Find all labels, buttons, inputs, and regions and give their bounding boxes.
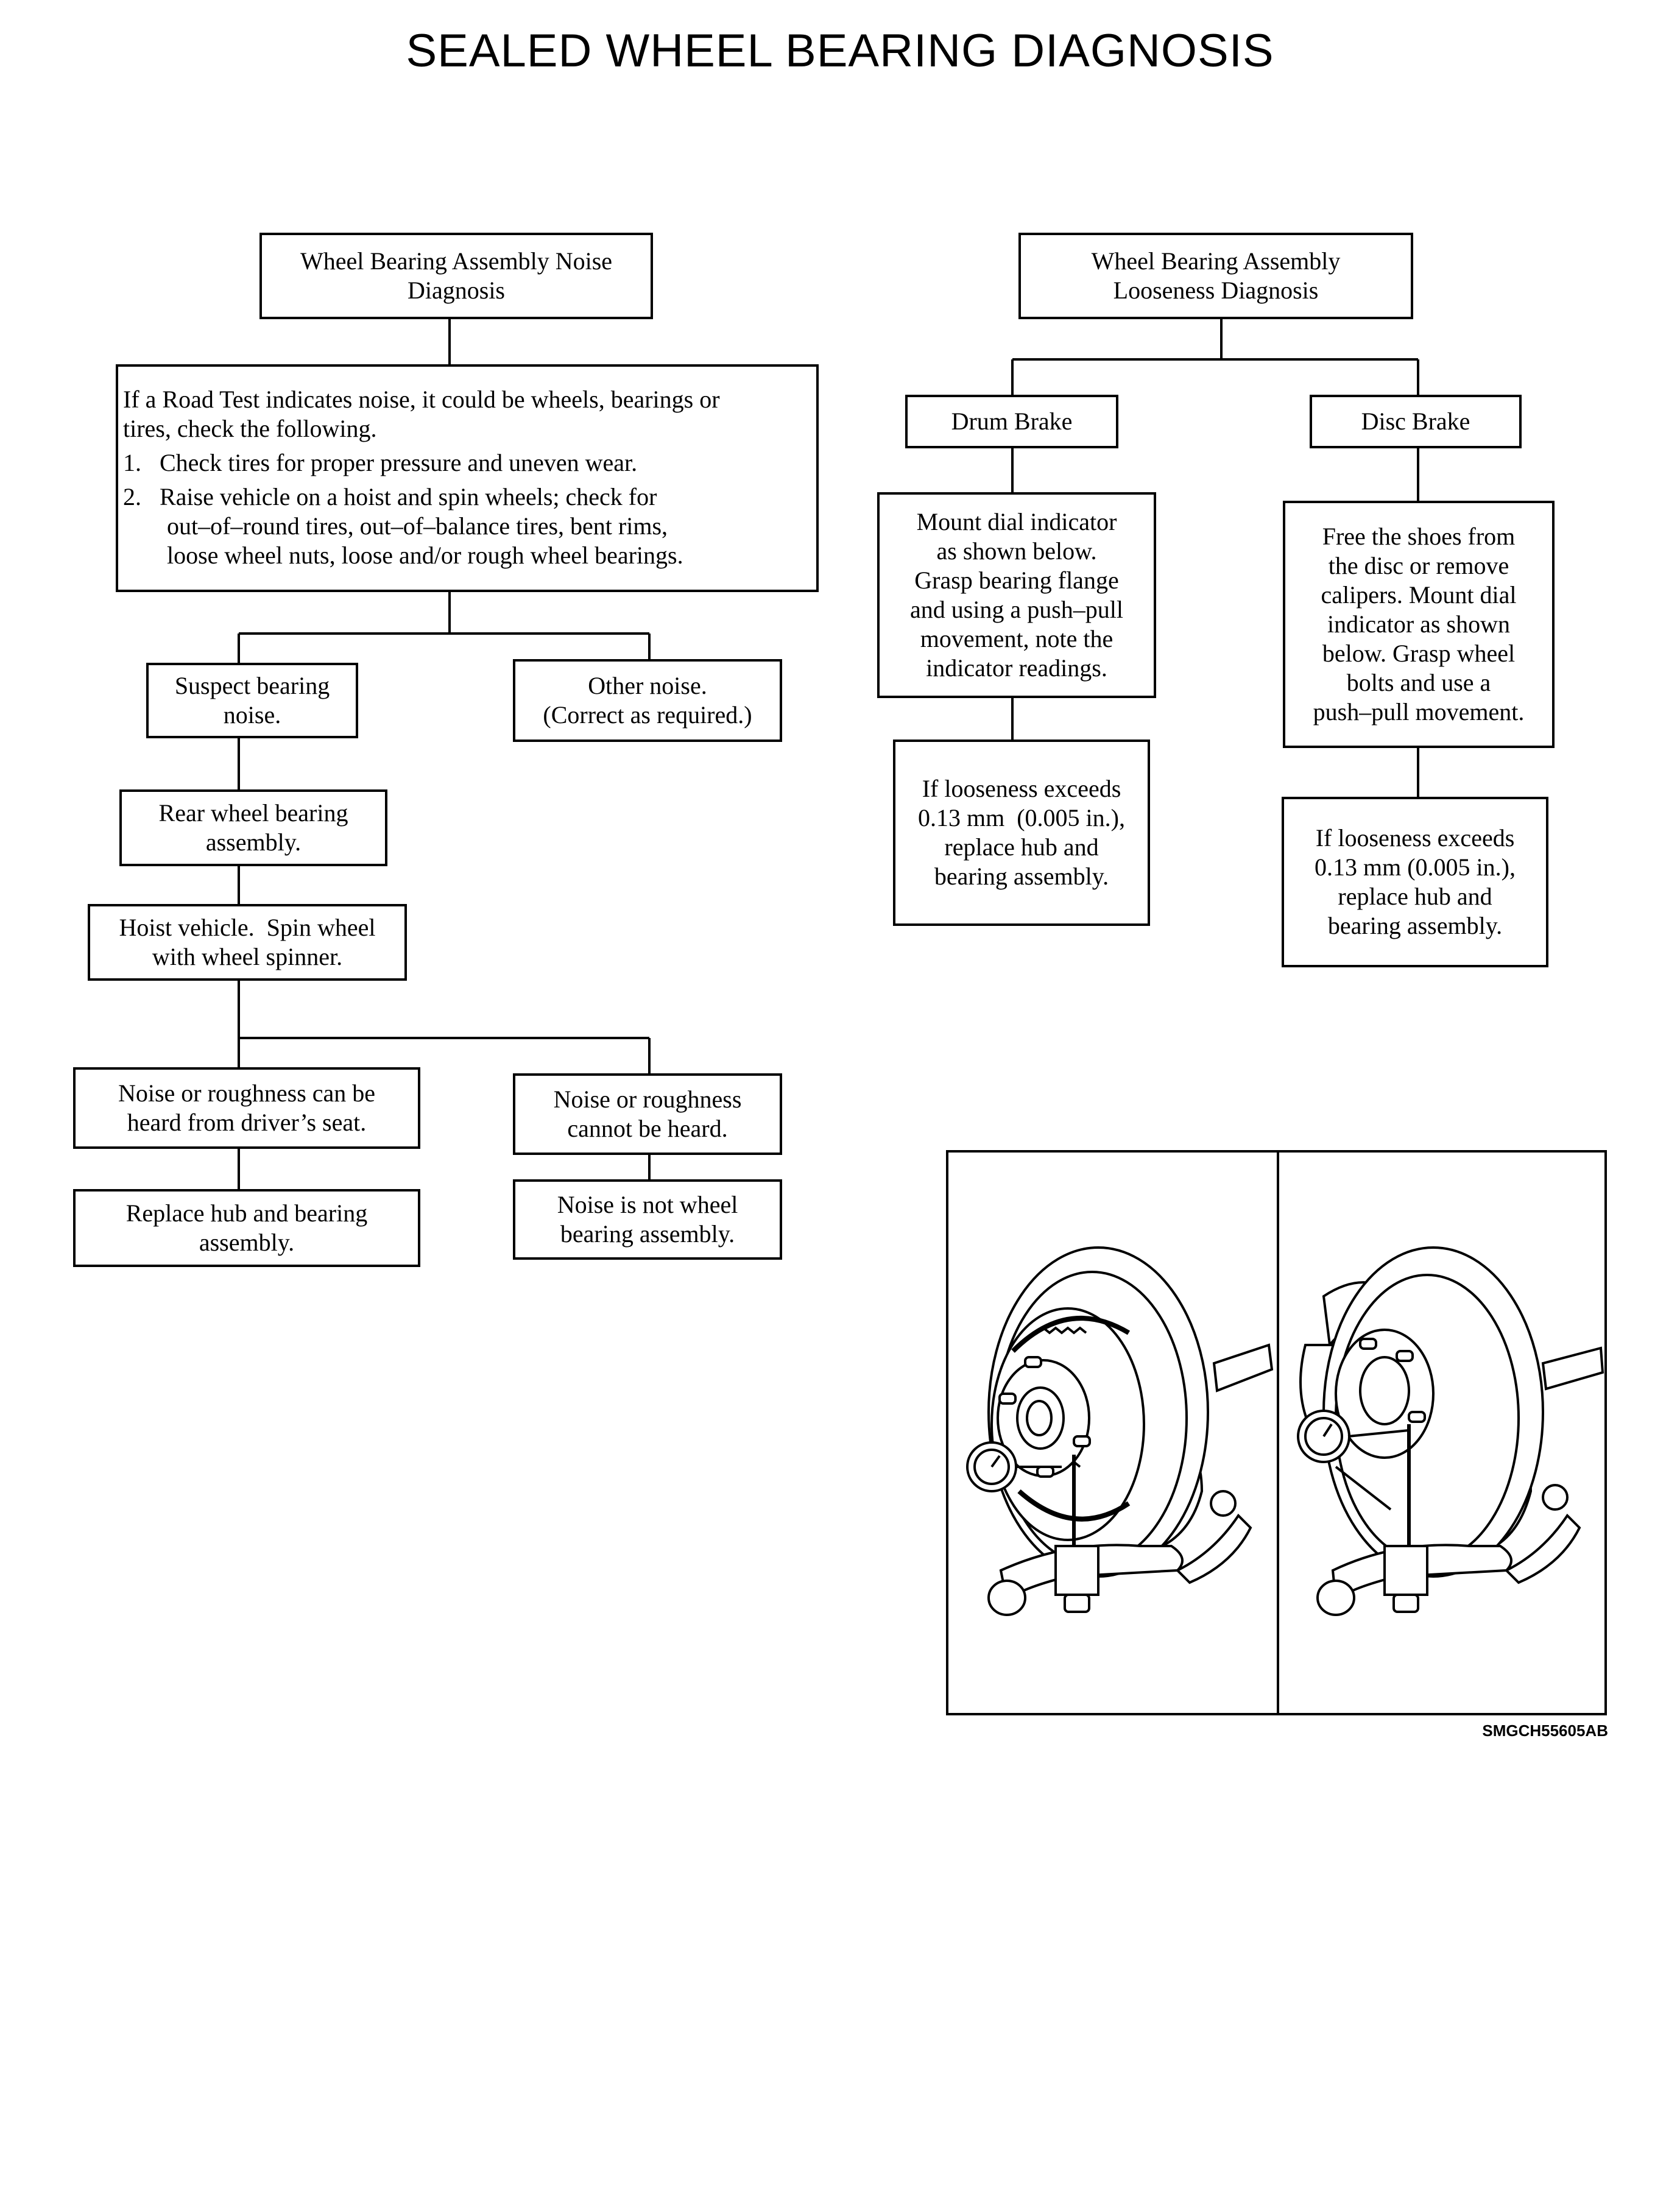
box-line: and using a push–pull xyxy=(910,596,1123,623)
box-line: Wheel Bearing Assembly Noise xyxy=(300,247,613,275)
disc-dial-indicator-box: Free the shoes from the disc or remove c… xyxy=(1283,501,1555,748)
road-test-step-2-cont: loose wheel nuts, loose and/or rough whe… xyxy=(167,542,683,569)
dial-indicator-illustration xyxy=(946,1150,1607,1715)
box-line: below. Grasp wheel xyxy=(1322,640,1516,667)
road-test-step-2-cont: out–of–round tires, out–of–balance tires… xyxy=(167,512,668,540)
box-line: bearing assembly. xyxy=(560,1220,735,1248)
box-line: Looseness Diagnosis xyxy=(1113,277,1319,304)
box-line: Noise or roughness xyxy=(553,1086,742,1113)
box-line: Diagnosis xyxy=(408,277,505,304)
box-line: heard from driver’s seat. xyxy=(127,1109,367,1136)
box-line: the disc or remove xyxy=(1328,552,1509,579)
box-line: Wheel Bearing Assembly xyxy=(1091,247,1341,275)
box-line: Disc Brake xyxy=(1361,408,1470,435)
suspect-bearing-box: Suspect bearing noise. xyxy=(146,663,358,738)
box-line: bearing assembly. xyxy=(934,863,1109,890)
drum-dial-indicator-box: Mount dial indicator as shown below. Gra… xyxy=(877,492,1156,698)
box-line: Mount dial indicator xyxy=(916,508,1117,535)
drum-looseness-result-box: If looseness exceeds 0.13 mm (0.005 in.)… xyxy=(893,740,1150,926)
box-line: Noise is not wheel xyxy=(557,1191,738,1218)
figure-code: SMGCH55605AB xyxy=(1482,1721,1608,1740)
rear-wheel-bearing-box: Rear wheel bearing assembly. xyxy=(119,789,387,866)
road-test-step-1: 1. Check tires for proper pressure and u… xyxy=(123,449,638,476)
drum-brake-drawing xyxy=(966,1246,1274,1616)
box-line: Noise or roughness can be xyxy=(118,1079,376,1107)
box-line: Suspect bearing xyxy=(174,672,330,699)
page-title: SEALED WHEEL BEARING DIAGNOSIS xyxy=(406,25,1274,77)
replace-hub-box: Replace hub and bearing assembly. xyxy=(73,1189,420,1267)
box-line: Hoist vehicle. Spin wheel xyxy=(119,914,376,941)
box-line: Replace hub and bearing xyxy=(125,1199,368,1227)
road-test-step-2: 2. Raise vehicle on a hoist and spin whe… xyxy=(123,483,657,510)
box-line: replace hub and xyxy=(1338,883,1492,910)
box-line: as shown below. xyxy=(936,537,1097,565)
box-line: with wheel spinner. xyxy=(152,943,343,970)
box-line: Drum Brake xyxy=(951,408,1073,435)
box-line: assembly. xyxy=(205,828,302,856)
box-line: bearing assembly. xyxy=(1327,912,1503,939)
road-test-intro: tires, check the following. xyxy=(123,415,377,442)
box-line: push–pull movement. xyxy=(1313,698,1525,725)
box-line: noise. xyxy=(223,701,281,729)
box-line: Rear wheel bearing xyxy=(158,799,348,827)
box-line: Free the shoes from xyxy=(1322,523,1516,550)
looseness-diagnosis-header-box: Wheel Bearing Assembly Looseness Diagnos… xyxy=(1018,233,1413,319)
noise-heard-box: Noise or roughness can be heard from dri… xyxy=(73,1067,420,1149)
road-test-box: If a Road Test indicates noise, it could… xyxy=(116,364,819,592)
box-line: Other noise. xyxy=(588,672,707,699)
disc-looseness-result-box: If looseness exceeds 0.13 mm (0.005 in.)… xyxy=(1282,797,1548,967)
box-line: If looseness exceeds xyxy=(1315,824,1515,852)
noise-diagnosis-header-box: Wheel Bearing Assembly Noise Diagnosis xyxy=(259,233,653,319)
box-line: replace hub and xyxy=(944,833,1099,861)
drum-brake-box: Drum Brake xyxy=(905,395,1118,448)
box-line: (Correct as required.) xyxy=(543,701,752,729)
other-noise-box: Other noise. (Correct as required.) xyxy=(513,659,782,742)
hoist-vehicle-box: Hoist vehicle. Spin wheel with wheel spi… xyxy=(88,904,407,981)
box-line: cannot be heard. xyxy=(567,1115,728,1142)
box-line: indicator readings. xyxy=(926,654,1107,682)
box-line: 0.13 mm (0.005 in.), xyxy=(918,804,1125,831)
box-line: 0.13 mm (0.005 in.), xyxy=(1315,853,1516,881)
box-line: If looseness exceeds xyxy=(922,775,1121,802)
box-line: Grasp bearing flange xyxy=(914,567,1119,594)
not-wheel-bearing-box: Noise is not wheel bearing assembly. xyxy=(513,1179,782,1260)
box-line: calipers. Mount dial xyxy=(1321,581,1517,609)
road-test-intro: If a Road Test indicates noise, it could… xyxy=(123,386,720,413)
box-line: indicator as shown xyxy=(1327,610,1510,638)
disc-brake-box: Disc Brake xyxy=(1310,395,1522,448)
noise-not-heard-box: Noise or roughness cannot be heard. xyxy=(513,1073,782,1155)
box-line: movement, note the xyxy=(920,625,1114,652)
box-line: bolts and use a xyxy=(1346,669,1491,696)
box-line: assembly. xyxy=(199,1229,295,1256)
disc-brake-drawing xyxy=(1297,1246,1604,1616)
